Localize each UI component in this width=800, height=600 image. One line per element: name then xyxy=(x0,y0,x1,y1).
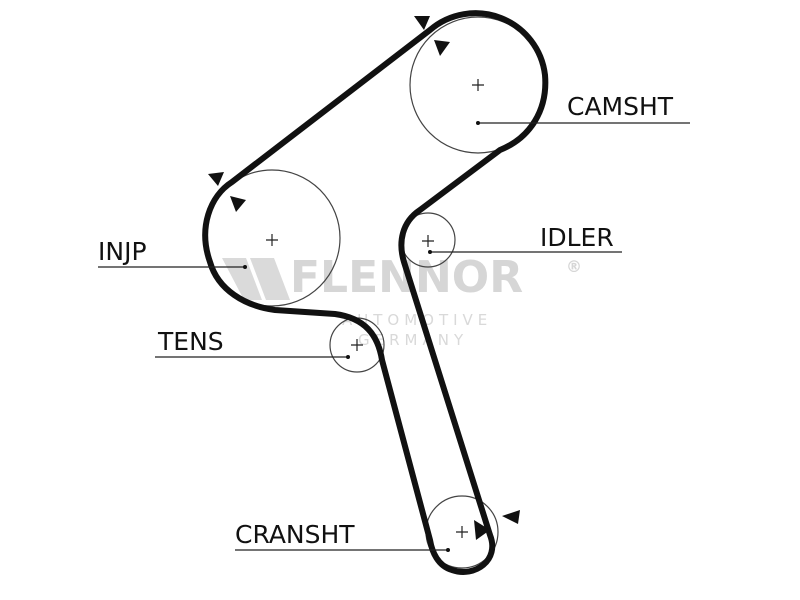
watermark-registered: ® xyxy=(566,257,582,276)
cransht-center-mark xyxy=(456,526,468,538)
watermark: FLENNOR ® AUTOMOTIVE GERMANY xyxy=(222,252,582,349)
idler-center-mark xyxy=(422,235,434,247)
label-camsht: CAMSHT xyxy=(567,92,674,121)
tens-leader-dot xyxy=(346,355,350,359)
cransht-leader-dot xyxy=(446,548,450,552)
injp-leader-dot xyxy=(243,265,247,269)
camsht-belt-arrow-icon xyxy=(434,40,450,56)
timing-belt xyxy=(202,10,549,575)
cransht-timing-arrow-icon xyxy=(502,510,520,524)
label-injp: INJP xyxy=(98,237,147,266)
watermark-automotive: AUTOMOTIVE xyxy=(342,311,492,329)
label-cransht: CRANSHT xyxy=(235,520,355,549)
camsht-leader-dot xyxy=(476,121,480,125)
label-tens: TENS xyxy=(157,327,224,356)
tens-center-mark xyxy=(351,339,363,351)
injp-center-mark xyxy=(266,234,278,246)
injp-timing-arrow-icon xyxy=(208,172,224,186)
watermark-logo-icon xyxy=(222,258,290,300)
camsht-timing-arrow-icon xyxy=(414,16,430,30)
cransht-belt-arrow-icon xyxy=(474,520,490,540)
camsht-center-mark xyxy=(472,79,484,91)
idler-leader-dot xyxy=(428,250,432,254)
label-idler: IDLER xyxy=(540,223,614,252)
injp-belt-arrow-icon xyxy=(230,196,246,212)
